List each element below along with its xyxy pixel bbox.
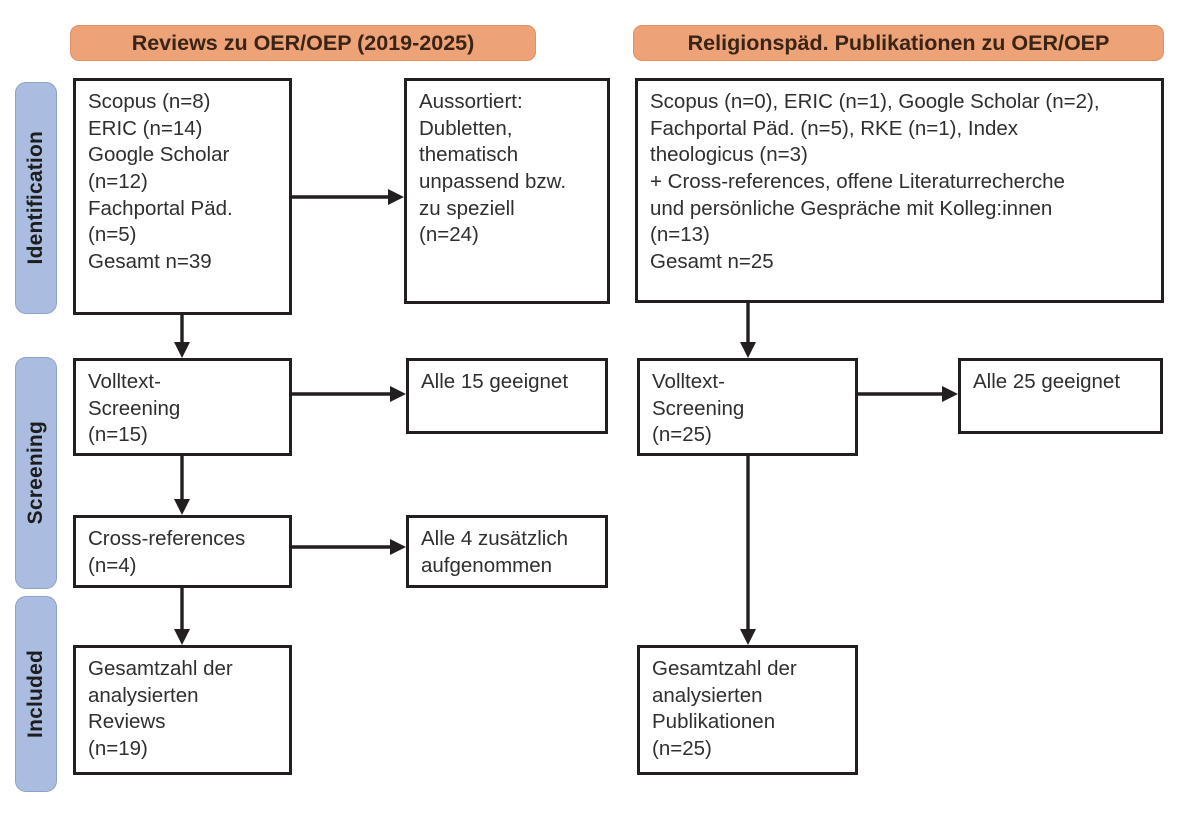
- stage-label-screening: Screening: [24, 421, 47, 525]
- box-left-excluded: Aussortiert: Dubletten, thematisch unpas…: [404, 78, 610, 304]
- box-left-crossrefs-text: Cross-references (n=4): [88, 527, 246, 577]
- box-left-screening-text: Volltext- Screening (n=15): [88, 370, 181, 447]
- box-right-screening-result: Alle 25 geeignet: [958, 358, 1163, 434]
- arrowhead-right-screening-to-included: [740, 629, 756, 645]
- arrowhead-left-screening-to-result: [390, 386, 406, 402]
- stage-bar-screening: Screening: [15, 357, 57, 589]
- column-header-religionspaed-label: Religionspäd. Publikationen zu OER/OEP: [687, 30, 1110, 55]
- arrowhead-left-id-to-screening: [174, 342, 190, 358]
- arrowhead-left-crossrefs-to-included: [174, 629, 190, 645]
- box-left-identification: Scopus (n=8) ERIC (n=14) Google Scholar …: [73, 78, 292, 315]
- arrowhead-right-screening-to-result: [942, 386, 958, 402]
- column-header-religionspaed: Religionspäd. Publikationen zu OER/OEP: [633, 25, 1164, 61]
- column-header-reviews: Reviews zu OER/OEP (2019-2025): [70, 25, 536, 61]
- arrowhead-right-id-to-screening: [740, 342, 756, 358]
- box-left-crossrefs-result-text: Alle 4 zusätzlich aufgenommen: [421, 527, 568, 577]
- stage-bar-identification: Identification: [15, 82, 57, 314]
- stage-bar-included: Included: [15, 596, 57, 792]
- box-right-screening-text: Volltext- Screening (n=25): [652, 370, 745, 447]
- box-right-included: Gesamtzahl der analysierten Publikatione…: [637, 645, 858, 775]
- box-right-identification: Scopus (n=0), ERIC (n=1), Google Scholar…: [635, 78, 1164, 303]
- box-right-identification-text: Scopus (n=0), ERIC (n=1), Google Scholar…: [650, 90, 1100, 273]
- box-left-excluded-text: Aussortiert: Dubletten, thematisch unpas…: [419, 90, 567, 247]
- box-left-screening: Volltext- Screening (n=15): [73, 358, 292, 456]
- arrowhead-left-id-to-excluded: [388, 189, 404, 205]
- stage-label-identification: Identification: [24, 131, 47, 265]
- box-left-screening-result-text: Alle 15 geeignet: [421, 370, 569, 393]
- column-header-reviews-label: Reviews zu OER/OEP (2019-2025): [131, 30, 475, 55]
- box-left-screening-result: Alle 15 geeignet: [406, 358, 608, 434]
- arrowhead-left-crossrefs-to-result: [390, 539, 406, 555]
- stage-label-included: Included: [24, 650, 47, 738]
- box-left-crossrefs-result: Alle 4 zusätzlich aufgenommen: [406, 515, 608, 588]
- box-right-screening-result-text: Alle 25 geeignet: [973, 370, 1121, 393]
- box-left-included-text: Gesamtzahl der analysierten Reviews (n=1…: [88, 657, 233, 760]
- box-left-included: Gesamtzahl der analysierten Reviews (n=1…: [73, 645, 292, 775]
- box-right-screening: Volltext- Screening (n=25): [637, 358, 858, 456]
- box-left-crossrefs: Cross-references (n=4): [73, 515, 292, 588]
- box-left-identification-text: Scopus (n=8) ERIC (n=14) Google Scholar …: [88, 90, 233, 273]
- box-right-included-text: Gesamtzahl der analysierten Publikatione…: [652, 657, 797, 760]
- arrowhead-left-screening-to-crossrefs: [174, 499, 190, 515]
